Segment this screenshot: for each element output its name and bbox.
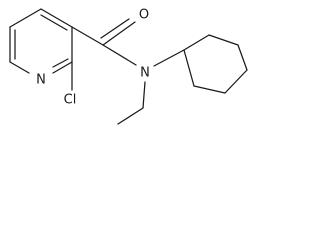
bond-n-cyclohexyl xyxy=(153,49,185,67)
bond-c3-carbonyl xyxy=(71,26,104,46)
bond-cy6-cy1 xyxy=(183,49,195,87)
pyridine-nitrogen-label: N xyxy=(36,73,46,88)
bond-carbonyl-o xyxy=(102,21,136,46)
bond-n-ethyl xyxy=(142,81,146,109)
bond-cy4-cy5 xyxy=(224,69,248,94)
bond-n1-c2 xyxy=(52,61,73,74)
bond-carbonyl-o-inner xyxy=(100,18,130,39)
molecule-structure: O N N Cl xyxy=(9,8,248,125)
bond-c3-c4-inner xyxy=(40,14,68,31)
bond-cy2-cy3 xyxy=(208,34,239,46)
chlorine-label: Cl xyxy=(64,93,77,108)
bond-c3-c4 xyxy=(40,8,73,28)
bond-cy3-cy4 xyxy=(237,44,248,71)
oxygen-label: O xyxy=(139,8,149,23)
cyclohexane-ring xyxy=(183,34,248,94)
bond-n1-c2-inner xyxy=(52,58,69,68)
bond-c6-n1 xyxy=(9,61,30,74)
bond-cy1-cy2 xyxy=(183,34,210,51)
bond-c4-c5 xyxy=(9,8,42,28)
amide-nitrogen-label: N xyxy=(140,66,150,81)
bond-carbonyl-n xyxy=(102,44,137,66)
bond-cy5-cy6 xyxy=(193,85,226,94)
bond-ethyl-ch3 xyxy=(117,107,144,125)
pyridine-ring xyxy=(9,8,73,74)
